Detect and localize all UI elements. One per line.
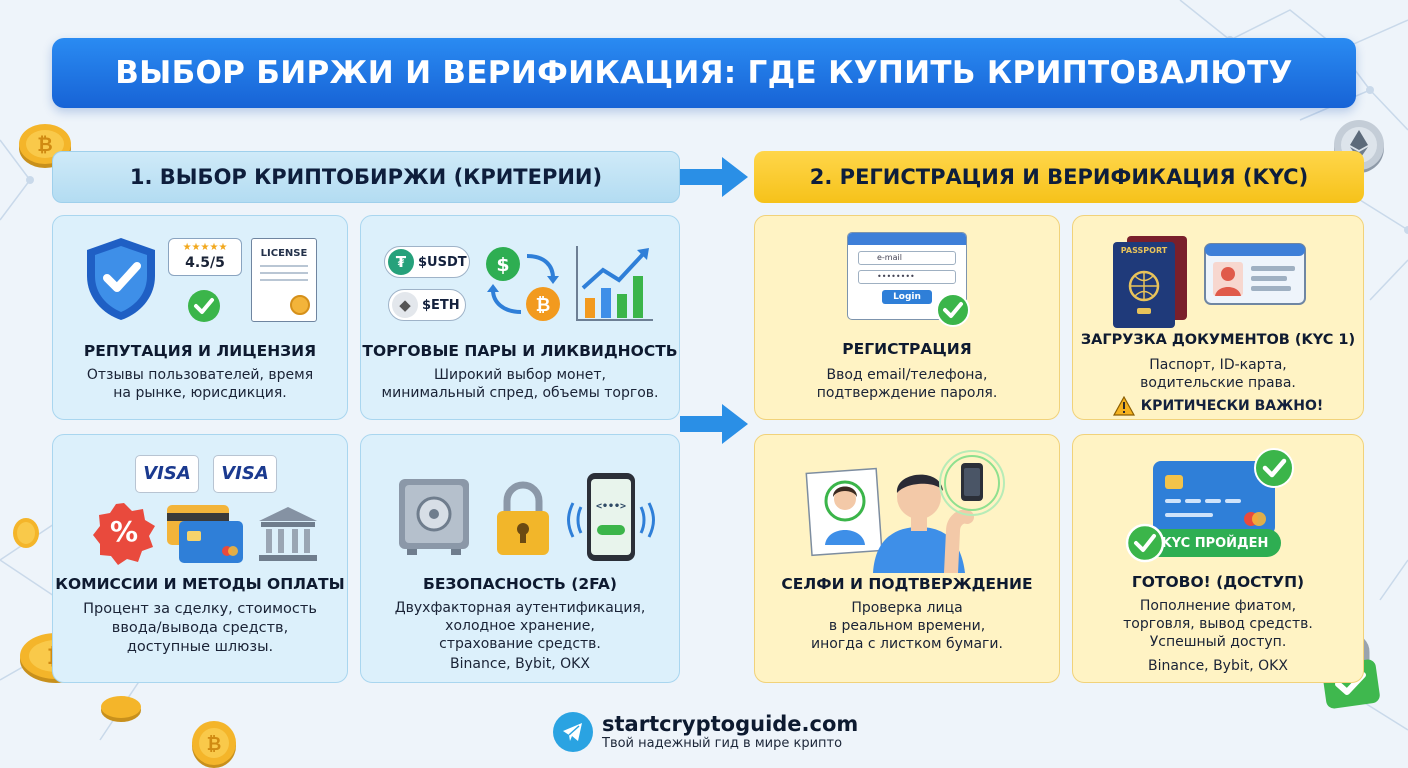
card-title: ГОТОВО! (ДОСТУП): [1131, 573, 1305, 591]
rating-box: ★★★★★ 4.5/5: [168, 238, 242, 276]
card-icon: [167, 505, 243, 563]
usdt-icon: ₮: [388, 249, 414, 275]
section-1-header: 1. ВЫБОР КРИПТОБИРЖИ (КРИТЕРИИ): [52, 151, 680, 203]
license-label: LICENSE: [260, 248, 308, 259]
footer: startcryptoguide.com Твой надежный гид в…: [553, 712, 858, 752]
warning-icon: [1112, 396, 1135, 416]
svg-text:$: $: [496, 254, 509, 276]
rating-value: 4.5/5: [185, 255, 225, 271]
eth-icon: ◆: [392, 292, 418, 318]
email-field: e-mail: [858, 251, 956, 265]
card-title: РЕПУТАЦИЯ И ЛИЦЕНЗИЯ: [83, 342, 317, 360]
svg-text:₿: ₿: [37, 134, 52, 156]
exchanges-list: Binance, Bybit, OKX: [1148, 658, 1288, 674]
svg-text:<•••>: <•••>: [596, 501, 626, 512]
safe-icon: [399, 479, 469, 555]
warning-text: КРИТИЧЕСКИ ВАЖНО!: [1140, 398, 1324, 414]
kyc-badge-text: KYC ПРОЙДЕН: [1161, 535, 1269, 551]
usdt-label: $USDT: [418, 254, 467, 270]
visa-icon: VISA: [213, 455, 277, 493]
card-title: БЕЗОПАСНОСТЬ (2FA): [423, 575, 617, 593]
exchanges-list: Binance, Bybit, OKX: [450, 656, 590, 672]
check-circle-icon: [936, 293, 970, 327]
license-icon: LICENSE: [251, 238, 317, 322]
card-done: KYC ПРОЙДЕН ГОТОВО! (ДОСТУП) Пополнение …: [1072, 434, 1364, 683]
percent-icon: [93, 503, 155, 565]
check-circle-icon: [1254, 448, 1294, 488]
arrow-right-icon: [680, 157, 748, 197]
tagline: Твой надежный гид в мире крипто: [602, 736, 843, 751]
phone-2fa-icon: <•••>: [567, 473, 655, 561]
card-title: СЕЛФИ И ПОДТВЕРЖДЕНИЕ: [781, 575, 1033, 593]
padlock-icon: [497, 481, 549, 555]
card-title: КОМИССИИ И МЕТОДЫ ОПЛАТЫ: [55, 575, 345, 593]
visa-icon: VISA: [135, 455, 199, 493]
card-trading-pairs: ₮ $USDT ◆ $ETH $ ₿ ТОРГОВЫЕ ПАРЫ И ЛИКВИ…: [360, 215, 680, 420]
passport-icon: [1113, 236, 1187, 328]
bitcoin-coin-icon: [101, 696, 141, 722]
stars-icon: ★★★★★: [182, 242, 228, 253]
bitcoin-coin-icon: ₿: [19, 124, 71, 168]
login-button: Login: [882, 290, 932, 304]
card-description: Паспорт, ID-карта, водительские права.: [1140, 357, 1296, 391]
card-description: Ввод email/телефона, подтверждение парол…: [816, 367, 998, 401]
usdt-pill: ₮ $USDT: [384, 246, 470, 278]
site-link[interactable]: startcryptoguide.com: [602, 712, 859, 736]
eth-label: $ETH: [422, 297, 460, 313]
card-documents: PASSPORT ЗАГРУЗКА ДОКУМЕНТОВ (KYC 1) Пас…: [1072, 215, 1364, 420]
card-title: РЕГИСТРАЦИЯ: [842, 340, 972, 358]
eth-pill: ◆ $ETH: [388, 289, 466, 321]
telegram-icon[interactable]: [553, 712, 593, 752]
check-circle-icon: [188, 290, 220, 322]
bank-icon: [259, 507, 317, 561]
shield-check-icon: [87, 238, 155, 320]
card-description: Проверка лица в реальном времени, иногда…: [811, 600, 1003, 652]
exchange-cycle-icon: $ ₿: [486, 247, 560, 321]
card-title: ЗАГРУЗКА ДОКУМЕНТОВ (KYC 1): [1080, 332, 1356, 348]
check-circle-icon: [1125, 523, 1165, 563]
main-title-banner: ВЫБОР БИРЖИ И ВЕРИФИКАЦИЯ: ГДЕ КУПИТЬ КР…: [52, 38, 1356, 108]
card-reputation: ★★★★★ 4.5/5 LICENSE РЕПУТАЦИЯ И ЛИЦЕНЗИЯ…: [52, 215, 348, 420]
card-selfie: СЕЛФИ И ПОДТВЕРЖДЕНИЕ Проверка лица в ре…: [754, 434, 1060, 683]
password-field: ••••••••: [858, 270, 956, 284]
card-title: ТОРГОВЫЕ ПАРЫ И ЛИКВИДНОСТЬ: [362, 342, 678, 360]
svg-text:₿: ₿: [207, 734, 222, 755]
card-description: Пополнение фиатом, торговля, вывод средс…: [1123, 598, 1313, 650]
svg-text:₿: ₿: [536, 295, 551, 316]
id-card-icon: [1204, 243, 1306, 305]
percent-label: %: [109, 515, 139, 548]
card-description: Процент за сделку, стоимость ввода/вывод…: [83, 601, 317, 655]
chart-icon: [576, 246, 653, 321]
card-description: Двухфакторная аутентификация, холодное х…: [394, 600, 646, 652]
card-registration: e-mail •••••••• Login РЕГИСТРАЦИЯ Ввод e…: [754, 215, 1060, 420]
warning-line: КРИТИЧЕСКИ ВАЖНО!: [1073, 396, 1363, 416]
bitcoin-coin-icon: [13, 518, 39, 548]
telegram-plane-icon: [563, 723, 582, 741]
page-title: ВЫБОР БИРЖИ И ВЕРИФИКАЦИЯ: ГДЕ КУПИТЬ КР…: [115, 55, 1293, 91]
card-fees-payments: VISA VISA % КОМИССИИ И МЕТОДЫ ОПЛАТЫ Про…: [52, 434, 348, 683]
section-2-header: 2. РЕГИСТРАЦИЯ И ВЕРИФИКАЦИЯ (KYC): [754, 151, 1364, 203]
credit-card-icon: [1153, 461, 1275, 535]
selfie-icon: [805, 450, 1005, 573]
bitcoin-coin-icon: ₿: [192, 721, 236, 768]
card-security: <•••> БЕЗОПАСНОСТЬ (2FA) Двухфакторная а…: [360, 434, 680, 683]
card-description: Широкий выбор монет, минимальный спред, …: [381, 367, 659, 401]
passport-label: PASSPORT: [1120, 246, 1168, 255]
arrow-right-icon: [680, 404, 748, 444]
card-description: Отзывы пользователей, время на рынке, юр…: [86, 367, 314, 401]
